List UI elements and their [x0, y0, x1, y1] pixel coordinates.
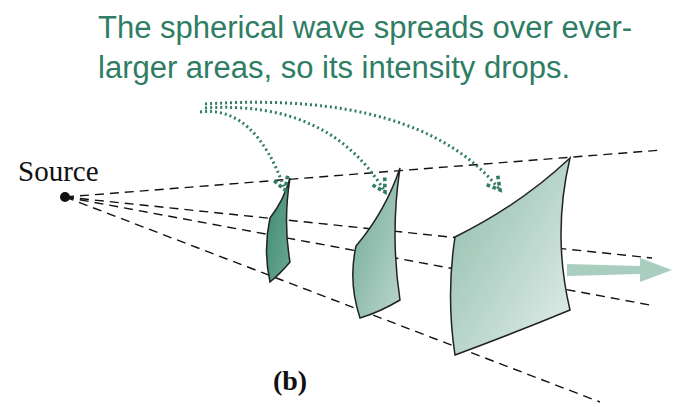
callout-arrows	[200, 102, 500, 192]
panel-label: (b)	[250, 365, 330, 397]
source-label: Source	[18, 155, 148, 187]
wavefront-patches	[267, 158, 571, 355]
direction-arrow	[567, 258, 672, 282]
callout-note: The spherical wave spreads over ever-lar…	[98, 8, 670, 88]
source-dot	[60, 192, 70, 202]
ray-lines	[65, 150, 662, 402]
